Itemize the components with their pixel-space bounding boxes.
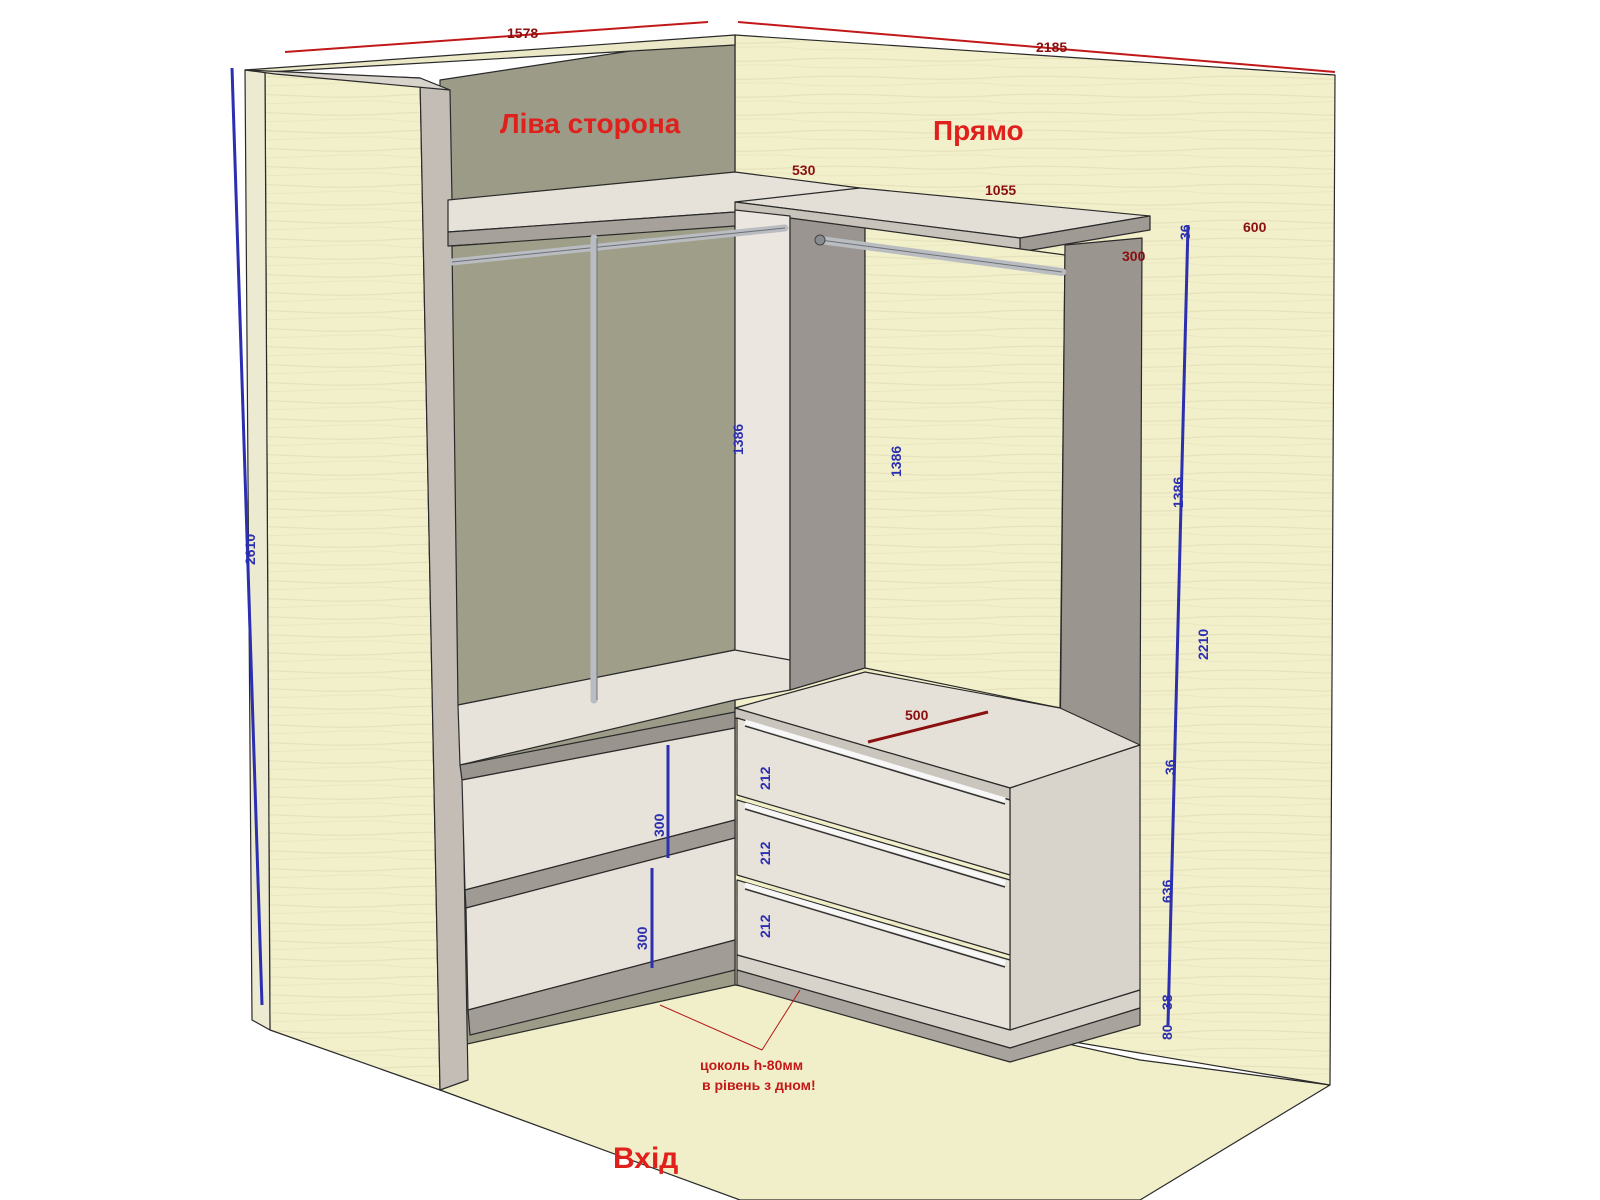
dim-500: 500	[905, 707, 929, 723]
dim-2210: 2210	[1195, 629, 1211, 660]
center-panel	[789, 217, 866, 691]
dim-300-drawer-1: 300	[651, 813, 667, 837]
right-section	[814, 227, 1143, 759]
dim-line-1578	[284, 21, 709, 53]
plinth-note-line1: цоколь h-80мм	[700, 1057, 803, 1073]
dim-530: 530	[792, 162, 816, 178]
dim-1578: 1578	[507, 25, 538, 41]
dim-2185: 2185	[1036, 39, 1067, 55]
drawer-2-handle-shadow	[744, 808, 1006, 888]
dim-1386-left: 1386	[730, 424, 746, 455]
dim-1386-right: 1386	[1170, 477, 1186, 508]
right-end-panel	[1059, 237, 1143, 759]
dim-300-shelf: 300	[1122, 248, 1146, 264]
dresser	[734, 671, 1141, 1063]
dim-38: 38	[1159, 994, 1175, 1010]
dim-300-drawer-2: 300	[634, 926, 650, 950]
dim-1055: 1055	[985, 182, 1016, 198]
dimension-lines	[230, 21, 1336, 1051]
left-drawer-plinth	[467, 939, 736, 1036]
dim-212-2: 212	[757, 841, 773, 865]
plinth-note-line2: в рівень з дном!	[702, 1077, 816, 1093]
dim-36-top: 36	[1177, 224, 1193, 240]
dim-36-dresser: 36	[1162, 759, 1178, 775]
dim-600: 600	[1243, 219, 1267, 235]
dim-80: 80	[1159, 1024, 1175, 1040]
dim-2610: 2610	[242, 534, 258, 565]
left-end-panel-top	[244, 69, 451, 91]
dresser-side	[1009, 744, 1141, 1031]
left-side-label: Ліва сторона	[500, 108, 681, 139]
dim-212-1: 212	[757, 766, 773, 790]
drawer-3-handle	[744, 882, 1006, 966]
dim-1386-mid: 1386	[888, 446, 904, 477]
dim-line-500	[867, 710, 989, 744]
dim-line-2610	[230, 67, 264, 1006]
drawer-3-handle-shadow	[744, 888, 1006, 968]
drawer-2-handle	[744, 802, 1006, 886]
drawer-1-handle	[744, 719, 1006, 803]
right-rod-cap	[814, 234, 826, 246]
drawer-1-handle-shadow	[744, 725, 1006, 805]
plinth-pointer-1	[659, 1004, 763, 1051]
dim-line-2210	[1166, 224, 1190, 1026]
right-hanging-rod-edge	[819, 239, 1063, 273]
drawer-2	[736, 799, 1011, 956]
dim-636: 636	[1159, 879, 1175, 903]
dim-212-3: 212	[757, 914, 773, 938]
left-wall	[264, 71, 441, 1091]
straight-label: Прямо	[933, 115, 1024, 146]
dresser-plinth	[736, 969, 1141, 1063]
center-panel-face	[789, 217, 866, 691]
plinth-pointer-2	[761, 989, 801, 1051]
top-shelves	[447, 171, 1151, 253]
left-section	[448, 209, 791, 766]
left-hanging-rod-edge	[451, 227, 786, 263]
entrance-label: Вхід	[613, 1142, 678, 1175]
dim-line-2185	[737, 21, 1336, 73]
